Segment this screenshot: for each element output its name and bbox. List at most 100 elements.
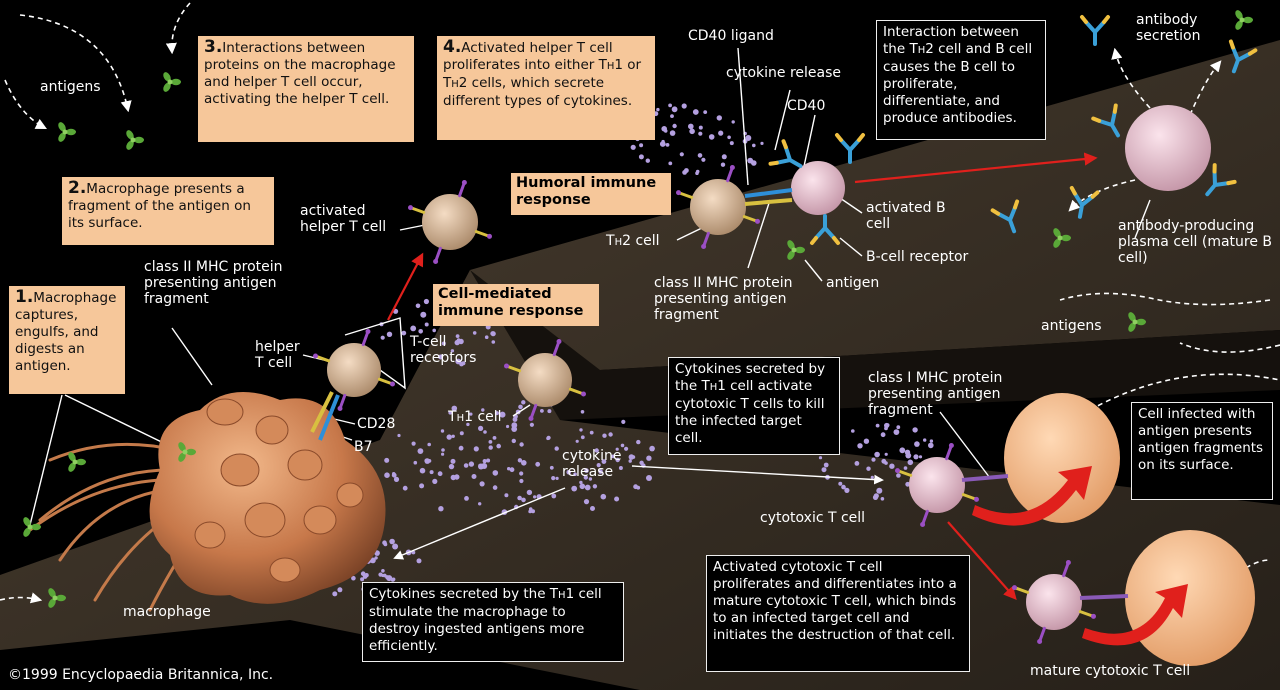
step-4-box: 4.Activated helper T cell proliferates i… bbox=[437, 36, 655, 140]
helper-t-cell bbox=[327, 343, 381, 397]
receptor-tip bbox=[755, 218, 760, 224]
label-plasma-cell: antibody-producing plasma cell (mature B… bbox=[1118, 218, 1273, 266]
cytokine-dot bbox=[703, 110, 708, 114]
receptor-tip bbox=[1012, 585, 1017, 591]
cytokine-dot bbox=[551, 476, 556, 481]
cytokine-dot bbox=[752, 143, 756, 148]
cytokine-dot bbox=[528, 509, 532, 514]
cytokine-dot bbox=[416, 558, 422, 564]
cytokine-dot bbox=[393, 476, 400, 482]
cytokine-dot bbox=[427, 442, 432, 447]
cytokine-dot bbox=[481, 463, 488, 469]
cytokine-dot bbox=[415, 303, 421, 309]
cytokine-dot bbox=[380, 335, 385, 340]
cytokine-dot bbox=[446, 434, 452, 440]
cytokine-dot bbox=[851, 429, 855, 433]
cytokine-dot bbox=[432, 478, 438, 484]
cytokine-dot bbox=[483, 430, 487, 434]
receptor-tip bbox=[556, 339, 562, 344]
note-macrophage-cytokines: Cytokines secreted by the TH1 cell stimu… bbox=[362, 582, 624, 662]
cytokine-dot bbox=[621, 419, 626, 424]
cytokine-dot bbox=[628, 459, 632, 463]
cytokine-dot bbox=[551, 493, 557, 499]
cytokine-dot bbox=[519, 478, 524, 484]
cytokine-dot bbox=[903, 466, 908, 470]
cytokine-dot bbox=[656, 107, 660, 112]
cytokine-dot bbox=[614, 496, 620, 502]
receptor-tip bbox=[461, 180, 467, 185]
label-antibody-secretion: antibody secretion bbox=[1136, 12, 1201, 44]
antigen-particle bbox=[1128, 312, 1146, 332]
cytokine-dot bbox=[575, 439, 579, 443]
cytokine-dot bbox=[518, 404, 523, 410]
cytokine-dot bbox=[549, 465, 554, 470]
cytokine-dot bbox=[573, 472, 577, 477]
cytokine-dot bbox=[511, 438, 516, 444]
cytokine-dot bbox=[519, 471, 524, 476]
cytokine-dot bbox=[718, 130, 724, 136]
cytokine-dot bbox=[645, 158, 650, 163]
antibody bbox=[1080, 15, 1110, 46]
cytokine-dot bbox=[432, 328, 437, 333]
cytokine-dot bbox=[844, 487, 850, 493]
cytokine-dot bbox=[592, 484, 598, 489]
step-1-text: Macrophage captures, engulfs, and digest… bbox=[15, 290, 117, 374]
note-infected-cell: Cell infected with antigen presents anti… bbox=[1131, 402, 1273, 500]
cytokine-dot bbox=[875, 423, 880, 428]
cytokine-dot bbox=[668, 161, 673, 166]
cytokine-dot bbox=[579, 428, 583, 432]
cytokine-dot bbox=[854, 461, 860, 466]
cytokine-dot bbox=[584, 468, 589, 473]
cytokine-dot bbox=[684, 168, 689, 173]
receptor-tip bbox=[337, 406, 343, 411]
cytokine-dot bbox=[482, 459, 487, 464]
receptor-tip bbox=[895, 468, 900, 474]
cytokine-dot bbox=[661, 139, 665, 144]
receptor-tip bbox=[1037, 639, 1043, 644]
cytokine-dot bbox=[521, 400, 526, 405]
cytokine-dot bbox=[535, 461, 541, 467]
cytokine-dot bbox=[701, 157, 706, 162]
cytokine-dot bbox=[517, 495, 522, 501]
cytokine-dot bbox=[872, 494, 879, 500]
receptor-tip bbox=[408, 205, 413, 211]
receptor-tip bbox=[1065, 560, 1071, 565]
cytokine-dot bbox=[876, 487, 883, 494]
cytokine-dot bbox=[688, 123, 694, 130]
cytokine-dot bbox=[469, 412, 473, 416]
cytokine-dot bbox=[351, 575, 356, 581]
cytokine-dot bbox=[884, 452, 888, 456]
cytokine-dot bbox=[417, 448, 424, 454]
white-arrows bbox=[393, 465, 884, 560]
cytokine-dot bbox=[517, 458, 523, 463]
cytokine-dot bbox=[448, 410, 453, 415]
cytokine-dot bbox=[608, 432, 613, 437]
label-mature-cytotoxic-t-cell: mature cytotoxic T cell bbox=[1030, 663, 1191, 679]
cytokine-dot bbox=[419, 483, 425, 489]
cytokine-dot bbox=[531, 509, 535, 514]
cytokine-dot bbox=[521, 460, 527, 466]
cytokine-dot bbox=[450, 458, 456, 464]
activated-helper-t-cell bbox=[422, 194, 478, 250]
cytokine-dot bbox=[751, 160, 757, 166]
cytokine-dot bbox=[695, 171, 699, 175]
receptor-tip bbox=[313, 353, 318, 359]
cytokine-dot bbox=[880, 497, 885, 501]
cytokine-dot bbox=[841, 484, 846, 490]
label-cytokine-release-mid: cytokine release bbox=[562, 448, 622, 480]
cytokine-dot bbox=[486, 458, 491, 463]
cytokine-dot bbox=[727, 135, 731, 140]
step-2-number: 2. bbox=[68, 178, 87, 198]
cytokine-dot bbox=[708, 134, 715, 140]
cytokine-dot bbox=[618, 466, 623, 470]
cytokine-dot bbox=[668, 103, 672, 108]
cytokine-dot bbox=[478, 502, 482, 506]
label-b7: B7 bbox=[354, 439, 373, 455]
antigen-particle bbox=[178, 442, 196, 462]
cytokine-dot bbox=[381, 573, 385, 578]
receptor-tip bbox=[390, 381, 395, 387]
cytokine-dot bbox=[665, 143, 670, 147]
label-cd40: CD40 bbox=[787, 98, 826, 114]
antigen-particles bbox=[23, 10, 1253, 608]
